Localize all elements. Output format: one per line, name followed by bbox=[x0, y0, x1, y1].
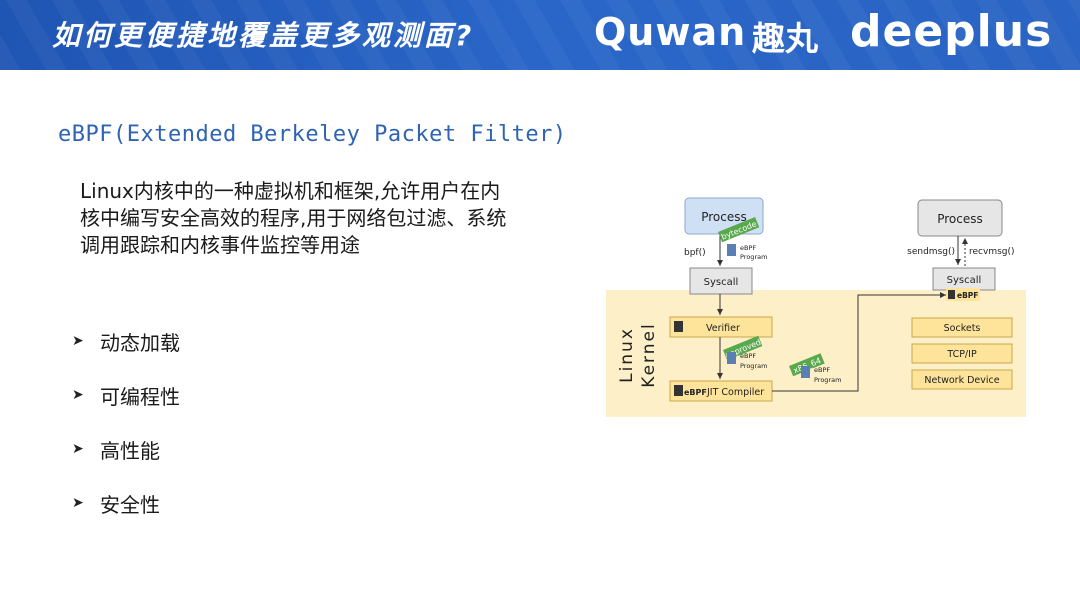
section-title: eBPF(Extended Berkeley Packet Filter) bbox=[58, 122, 567, 147]
left-process-label: Process bbox=[701, 210, 747, 224]
bee-icon bbox=[674, 321, 683, 332]
description-text: Linux内核中的一种虚拟机和框架,允许用户在内核中编写安全高效的程序,用于网络… bbox=[80, 179, 507, 257]
ebpf-program-file-icon-2 bbox=[727, 352, 736, 364]
feature-list: ➤ 动态加载 ➤ 可编程性 ➤ 高性能 ➤ 安全性 bbox=[72, 314, 180, 530]
ebpf-program-file-icon-3 bbox=[801, 366, 810, 378]
bpf-call-label: bpf() bbox=[684, 248, 706, 258]
quwan-chinese-logo: 趣丸 bbox=[752, 19, 818, 58]
sendmsg-label: sendmsg() bbox=[907, 247, 955, 257]
right-syscall-label: Syscall bbox=[947, 275, 982, 286]
arrow-bullet-icon: ➤ bbox=[72, 387, 84, 403]
header-banner: 如何更便捷地覆盖更多观测面? Quwan 趣丸 deeplus bbox=[0, 0, 1080, 70]
bee-icon-3 bbox=[948, 290, 955, 299]
list-item: ➤ 动态加载 bbox=[72, 314, 180, 368]
list-item-label: 动态加载 bbox=[100, 330, 180, 355]
network-device-box bbox=[911, 369, 1013, 390]
ebpf-program-file-icon bbox=[727, 244, 736, 256]
list-item: ➤ 高性能 bbox=[72, 422, 180, 476]
ebpf-badge-jit: eBPF bbox=[684, 388, 707, 397]
arrow-bullet-icon: ➤ bbox=[72, 495, 84, 511]
sockets-box bbox=[911, 317, 1013, 338]
bee-icon-2 bbox=[674, 385, 683, 396]
header-pattern bbox=[0, 0, 1080, 70]
program-label-3: eBPF bbox=[740, 352, 756, 360]
right-process-label: Process bbox=[937, 212, 983, 226]
left-syscall-label: Syscall bbox=[704, 277, 739, 288]
right-process-box bbox=[917, 199, 1003, 237]
quwan-logo: Quwan bbox=[594, 10, 747, 54]
list-item-label: 高性能 bbox=[100, 438, 160, 463]
jit-to-kernel-hook-arrow bbox=[772, 292, 946, 392]
program-label-1: eBPF bbox=[740, 244, 756, 252]
tcpip-label: TCP/IP bbox=[946, 349, 977, 360]
list-item-label: 可编程性 bbox=[100, 384, 180, 409]
ebpf-architecture-diagram: Linux Kernel Process bpf() bytecode eBPF… bbox=[606, 197, 1026, 417]
kernel-label: Linux Kernel bbox=[617, 322, 659, 387]
list-item: ➤ 可编程性 bbox=[72, 368, 180, 422]
sockets-label: Sockets bbox=[944, 323, 981, 334]
list-item: ➤ 安全性 bbox=[72, 476, 180, 530]
jit-compiler-label: JIT Compiler bbox=[706, 387, 764, 398]
program-label-5: eBPF bbox=[814, 366, 830, 374]
list-item-label: 安全性 bbox=[100, 492, 160, 517]
verifier-label: Verifier bbox=[706, 323, 740, 334]
tcpip-box bbox=[911, 343, 1013, 364]
network-device-label: Network Device bbox=[924, 375, 999, 386]
program-label-2: Program bbox=[740, 253, 767, 261]
deeplus-logo: deeplus bbox=[850, 6, 1053, 57]
arrow-bullet-icon: ➤ bbox=[72, 333, 84, 349]
program-label-4: Program bbox=[740, 362, 767, 370]
ebpf-hook-label: eBPF bbox=[957, 291, 978, 300]
program-label-6: Program bbox=[814, 376, 841, 384]
left-syscall-box bbox=[689, 267, 753, 295]
recvmsg-label: recvmsg() bbox=[969, 247, 1015, 257]
verifier-box bbox=[669, 316, 773, 338]
arrow-bullet-icon: ➤ bbox=[72, 441, 84, 457]
page-title: 如何更便捷地覆盖更多观测面? bbox=[52, 19, 475, 52]
kernel-label-linux: Linux bbox=[617, 327, 637, 383]
kernel-label-kernel: Kernel bbox=[639, 322, 659, 387]
